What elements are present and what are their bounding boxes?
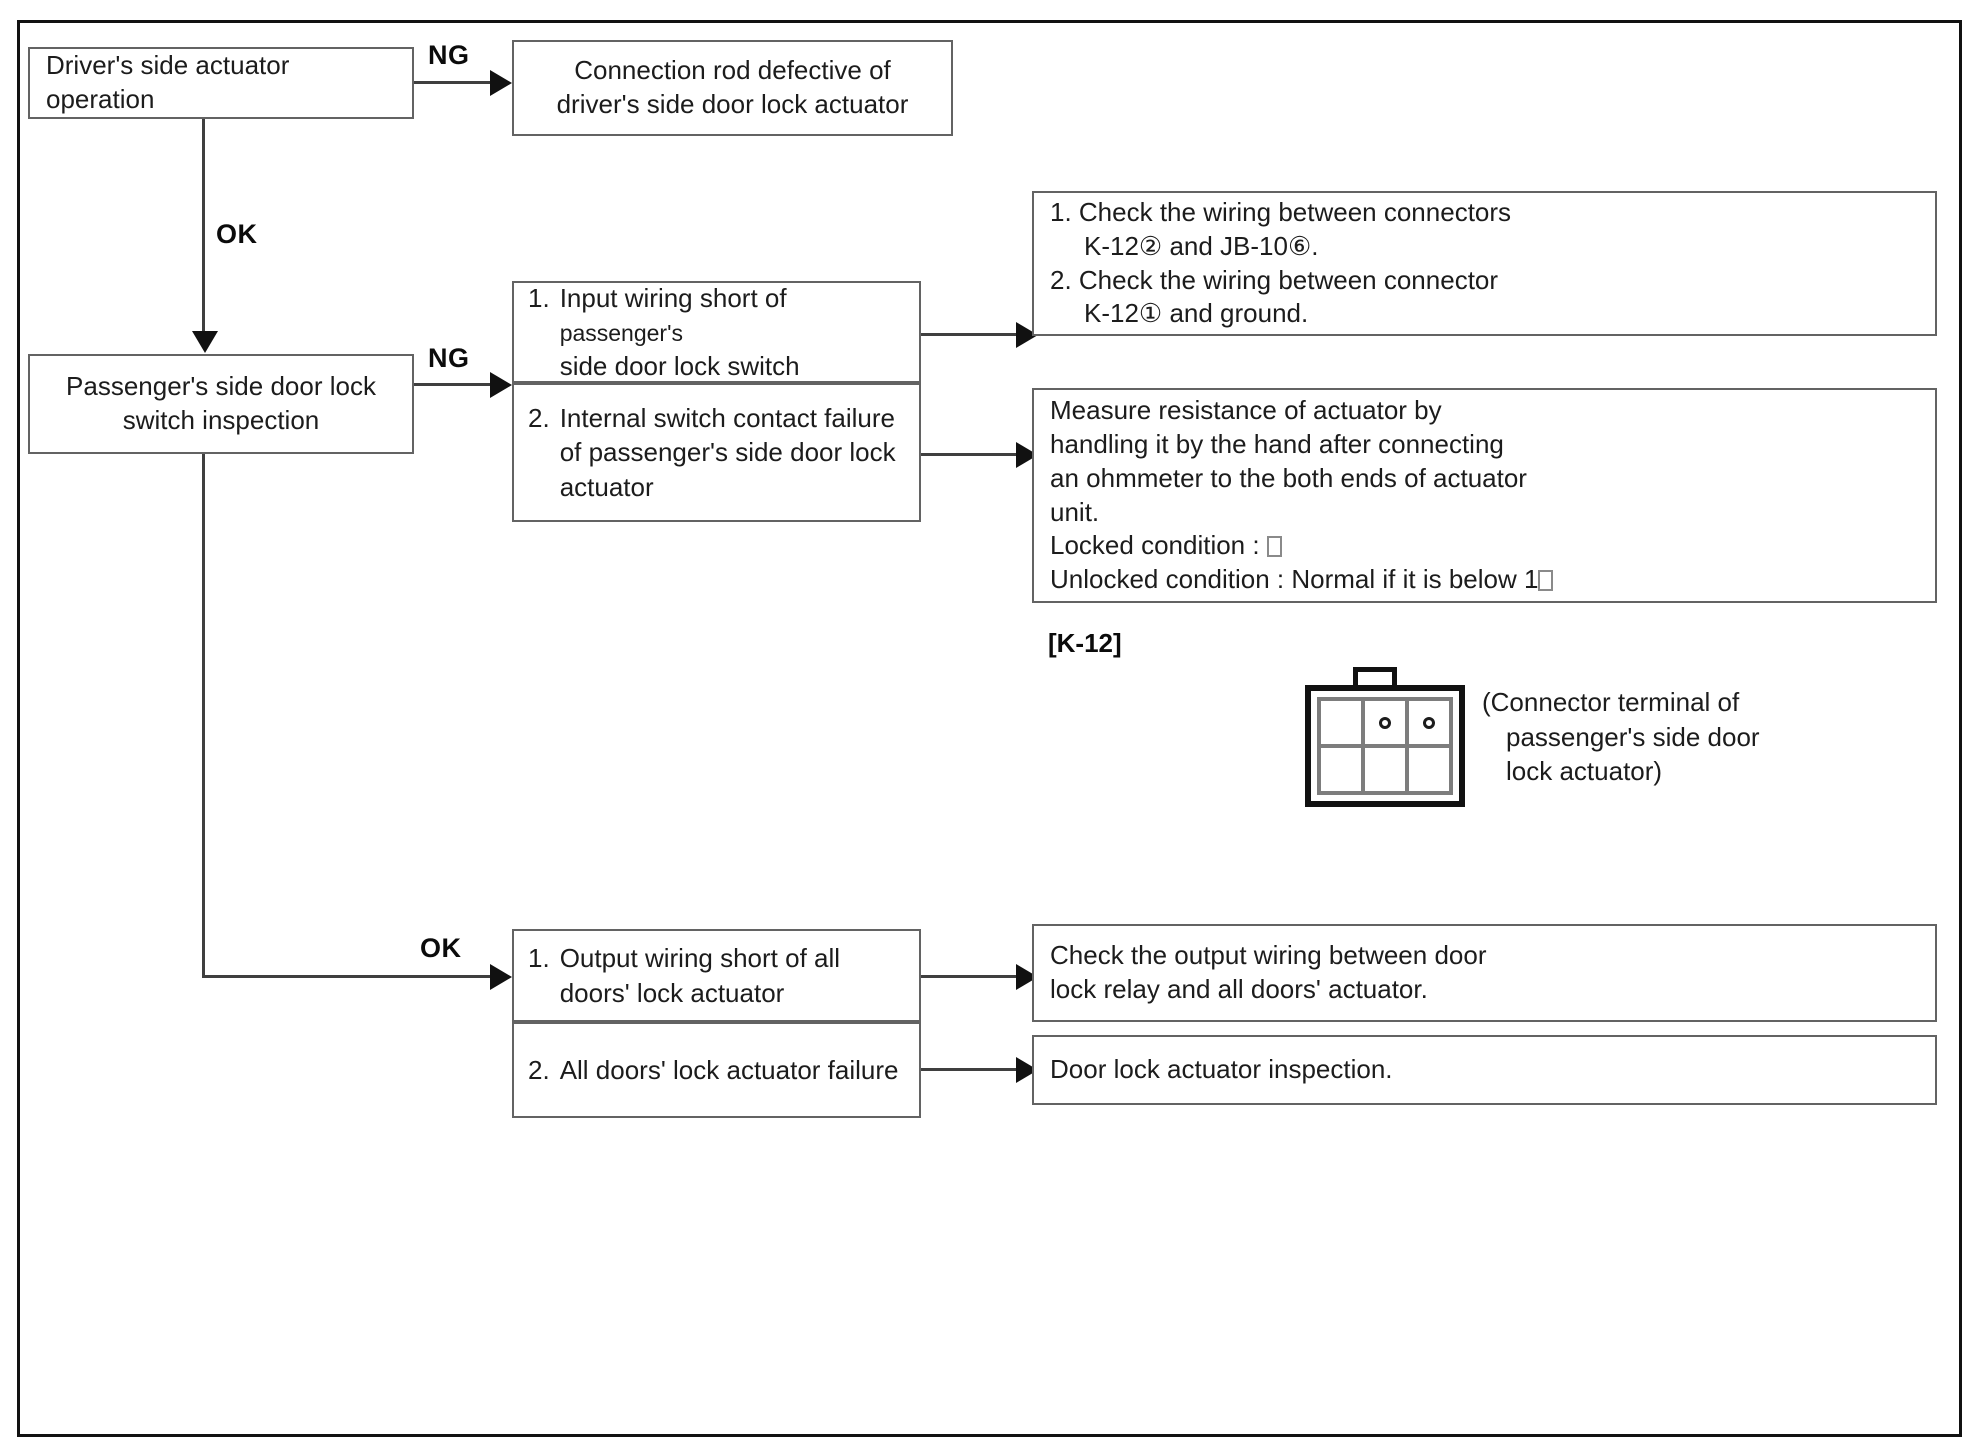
node-passenger-switch-inspection-line1: Passenger's side door lock bbox=[66, 371, 376, 402]
edge-passenger-ng-arrow bbox=[490, 372, 512, 398]
node-check-wiring-item2-line1: 2. Check the wiring between connector bbox=[1050, 264, 1499, 295]
edge-passenger-ok-hline bbox=[202, 975, 498, 978]
node-measure-resistance-line2: handling it by the hand after connecting bbox=[1050, 428, 1504, 459]
node-check-output-wiring-line2: lock relay and all doors' actuator. bbox=[1050, 974, 1428, 1004]
node-ng-cause-internal-switch-failure-number: 2. bbox=[528, 403, 550, 434]
connector-caption-line2: passenger's side door bbox=[1506, 721, 1760, 752]
node-ng-cause-input-wiring-short-line1a: Input wiring short of bbox=[559, 282, 787, 313]
node-connection-rod-defective: Connection rod defective of driver's sid… bbox=[512, 40, 953, 136]
edge-driver-ng-arrow bbox=[490, 70, 512, 96]
edge-driver-ng-line bbox=[414, 81, 498, 84]
node-check-output-wiring-line1: Check the output wiring between door bbox=[1050, 940, 1487, 971]
node-check-wiring-item1-line2: K-12② and JB-10⑥. bbox=[1084, 230, 1319, 261]
edge-cause2-to-measure-line bbox=[921, 453, 1024, 456]
edge-label-ng-top: NG bbox=[428, 40, 470, 70]
node-measure-resistance-line1: Measure resistance of actuator by bbox=[1050, 395, 1442, 426]
node-measure-resistance-unlocked-label: Unlocked condition : Normal if it is bel… bbox=[1050, 564, 1539, 595]
node-check-output-wiring: Check the output wiring between door loc… bbox=[1032, 924, 1937, 1022]
node-measure-resistance-line4: unit. bbox=[1050, 496, 1100, 527]
connector-pictogram bbox=[1305, 667, 1465, 809]
node-ng-cause-input-wiring-short-number: 1. bbox=[528, 282, 550, 313]
node-ng-cause-internal-switch-failure-line1: Internal switch contact failure bbox=[559, 403, 895, 434]
connector-pin-cell-3 bbox=[1409, 701, 1453, 748]
edge-okcause1-to-check-output-line bbox=[921, 975, 1024, 978]
edge-passenger-ng-line bbox=[414, 383, 498, 386]
node-passenger-switch-inspection-line2: switch inspection bbox=[122, 405, 320, 435]
connector-pin-cell-2 bbox=[1365, 701, 1409, 748]
connector-pin-cell-4 bbox=[1321, 748, 1365, 795]
edge-driver-ok-line bbox=[202, 119, 205, 340]
node-ng-cause-internal-switch-failure-line3: actuator bbox=[559, 471, 654, 502]
node-check-wiring-instructions: 1. Check the wiring between connectors K… bbox=[1032, 191, 1937, 336]
connector-pin-marker-icon-3 bbox=[1423, 716, 1435, 729]
node-door-lock-actuator-inspection: Door lock actuator inspection. bbox=[1032, 1035, 1937, 1105]
node-ok-cause-actuator-failure-number: 2. bbox=[528, 1054, 550, 1085]
ohm-missing-glyph-icon bbox=[1266, 536, 1282, 558]
node-passenger-switch-inspection: Passenger's side door lock switch inspec… bbox=[28, 354, 414, 454]
node-ok-cause-output-wiring-short: 1. Output wiring short of all doors' loc… bbox=[512, 929, 921, 1022]
node-ng-cause-internal-switch-failure-line2: of passenger's side door lock bbox=[559, 437, 896, 468]
node-ok-cause-output-wiring-short-number: 1. bbox=[528, 943, 550, 974]
connector-label-k12: [K-12] bbox=[1048, 628, 1122, 658]
connector-body bbox=[1305, 685, 1465, 807]
connector-caption-line1: (Connector terminal of bbox=[1482, 687, 1740, 717]
connector-pin-grid bbox=[1317, 697, 1453, 795]
node-ok-cause-output-wiring-short-line2: doors' lock actuator bbox=[559, 977, 785, 1008]
connector-tab bbox=[1353, 667, 1397, 687]
edge-passenger-ok-vline bbox=[202, 454, 205, 978]
node-connection-rod-defective-line1: Connection rod defective of bbox=[574, 55, 891, 86]
connector-pin-cell-6 bbox=[1409, 748, 1453, 795]
node-ng-cause-internal-switch-failure: 2. Internal switch contact failure of pa… bbox=[512, 383, 921, 522]
node-ng-cause-input-wiring-short: 1. Input wiring short of passenger's sid… bbox=[512, 281, 921, 383]
node-check-wiring-item2-line2: K-12① and ground. bbox=[1084, 298, 1309, 329]
node-driver-side-actuator-operation-label: Driver's side actuator operation bbox=[46, 50, 290, 114]
edge-cause1-to-check-wiring-line bbox=[921, 333, 1024, 336]
node-ok-cause-actuator-failure: 2. All doors' lock actuator failure bbox=[512, 1022, 921, 1118]
edge-label-ok-top: OK bbox=[216, 219, 258, 249]
edge-passenger-ok-arrow bbox=[490, 964, 512, 990]
connector-caption-line3: lock actuator) bbox=[1506, 756, 1663, 787]
node-measure-resistance-line6: Unlocked condition : Normal if it is bel… bbox=[1050, 563, 1554, 597]
connector-pin-marker-icon-2 bbox=[1379, 716, 1391, 729]
node-measure-resistance-line3: an ohmmeter to the both ends of actuator bbox=[1050, 462, 1527, 493]
node-measure-resistance-line5: Locked condition : bbox=[1050, 529, 1553, 563]
connector-caption: (Connector terminal of passenger's side … bbox=[1482, 685, 1902, 789]
node-ng-cause-input-wiring-short-line2: side door lock switch bbox=[559, 351, 800, 382]
node-ok-cause-actuator-failure-line1: All doors' lock actuator failure bbox=[559, 1054, 899, 1085]
node-ng-cause-input-wiring-short-line1b: passenger's bbox=[559, 319, 683, 346]
node-measure-resistance-locked-label: Locked condition : bbox=[1050, 530, 1267, 561]
node-ok-cause-output-wiring-short-line1: Output wiring short of all bbox=[559, 943, 841, 974]
connector-pin-cell-1 bbox=[1321, 701, 1365, 748]
node-driver-side-actuator-operation: Driver's side actuator operation bbox=[28, 47, 414, 119]
node-measure-resistance-instructions: Measure resistance of actuator by handli… bbox=[1032, 388, 1937, 603]
edge-driver-ok-arrow bbox=[192, 331, 218, 353]
edge-label-ok-bottom: OK bbox=[420, 933, 462, 963]
ohm-missing-glyph-icon-2 bbox=[1538, 570, 1554, 592]
node-door-lock-actuator-inspection-label: Door lock actuator inspection. bbox=[1050, 1054, 1393, 1085]
node-check-wiring-item1-line1: 1. Check the wiring between connectors bbox=[1050, 196, 1512, 227]
edge-label-ng-mid: NG bbox=[428, 343, 470, 373]
node-connection-rod-defective-line2: driver's side door lock actuator bbox=[556, 89, 909, 119]
diagram-outer-frame: Driver's side actuator operation NG Conn… bbox=[17, 20, 1962, 1437]
edge-okcause2-to-inspection-line bbox=[921, 1068, 1024, 1071]
connector-pin-cell-5 bbox=[1365, 748, 1409, 795]
